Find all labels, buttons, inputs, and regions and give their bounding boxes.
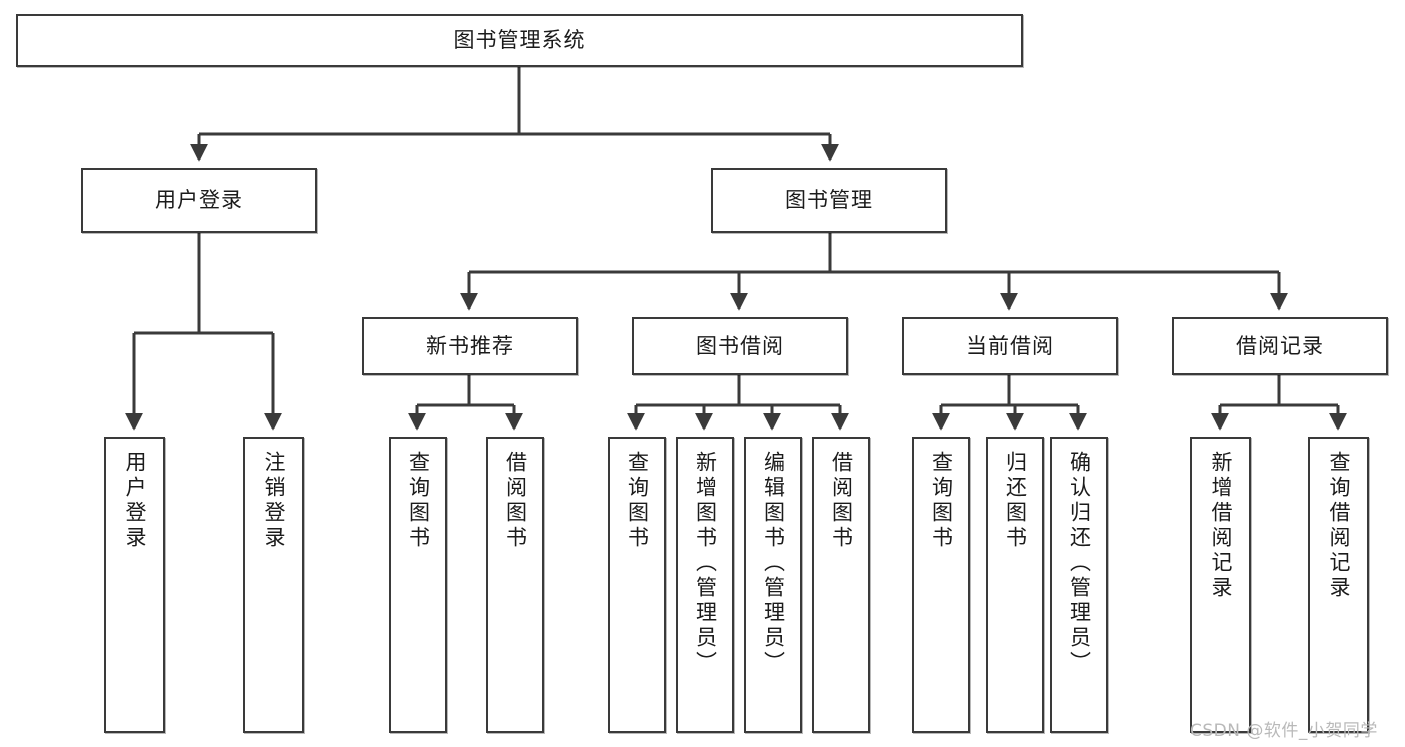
node-borrow-record-label: 借阅记录 [1236, 333, 1324, 358]
leaf-add-record-label: 新增借阅记录 [1209, 451, 1233, 601]
node-user-login[interactable]: 用户登录 [81, 168, 317, 233]
watermark: CSDN @软件_小贺同学 [1190, 721, 1378, 741]
leaf-user-login[interactable]: 用户登录 [104, 437, 165, 733]
leaf-borrow-book-1[interactable]: 借阅图书 [486, 437, 544, 733]
leaf-add-book-label: 新增图书（管理员） [693, 451, 718, 676]
leaf-confirm-return[interactable]: 确认归还（管理员） [1050, 437, 1108, 733]
node-book-manage[interactable]: 图书管理 [711, 168, 947, 233]
leaf-add-record[interactable]: 新增借阅记录 [1190, 437, 1251, 733]
leaf-query-book-1[interactable]: 查询图书 [389, 437, 447, 733]
leaf-query-book-3-label: 查询图书 [929, 451, 954, 551]
leaf-query-book-2-label: 查询图书 [625, 451, 650, 551]
leaf-borrow-book-2[interactable]: 借阅图书 [812, 437, 870, 733]
node-root[interactable]: 图书管理系统 [16, 14, 1023, 67]
node-root-label: 图书管理系统 [453, 28, 586, 53]
leaf-confirm-return-label: 确认归还（管理员） [1067, 451, 1092, 676]
node-new-book-rec-label: 新书推荐 [426, 333, 514, 358]
node-book-borrow[interactable]: 图书借阅 [632, 317, 848, 375]
leaf-return-book[interactable]: 归还图书 [986, 437, 1044, 733]
leaf-borrow-book-1-label: 借阅图书 [503, 451, 528, 551]
node-borrow-record[interactable]: 借阅记录 [1172, 317, 1388, 375]
leaf-return-book-label: 归还图书 [1003, 451, 1028, 551]
leaf-query-book-2[interactable]: 查询图书 [608, 437, 666, 733]
leaf-user-login-label: 用户登录 [123, 451, 147, 551]
leaf-query-record-label: 查询借阅记录 [1327, 451, 1351, 601]
node-user-login-label: 用户登录 [155, 188, 243, 213]
leaf-user-logout-label: 注销登录 [262, 451, 286, 551]
node-book-borrow-label: 图书借阅 [696, 333, 784, 358]
leaf-user-logout[interactable]: 注销登录 [243, 437, 304, 733]
leaf-edit-book[interactable]: 编辑图书（管理员） [744, 437, 802, 733]
leaf-edit-book-label: 编辑图书（管理员） [761, 451, 786, 676]
node-current-borrow-label: 当前借阅 [966, 333, 1054, 358]
leaf-add-book[interactable]: 新增图书（管理员） [676, 437, 734, 733]
leaf-query-record[interactable]: 查询借阅记录 [1308, 437, 1369, 733]
leaf-borrow-book-2-label: 借阅图书 [829, 451, 854, 551]
node-book-manage-label: 图书管理 [785, 188, 873, 213]
leaf-query-book-1-label: 查询图书 [406, 451, 431, 551]
node-new-book-rec[interactable]: 新书推荐 [362, 317, 578, 375]
node-current-borrow[interactable]: 当前借阅 [902, 317, 1118, 375]
leaf-query-book-3[interactable]: 查询图书 [912, 437, 970, 733]
